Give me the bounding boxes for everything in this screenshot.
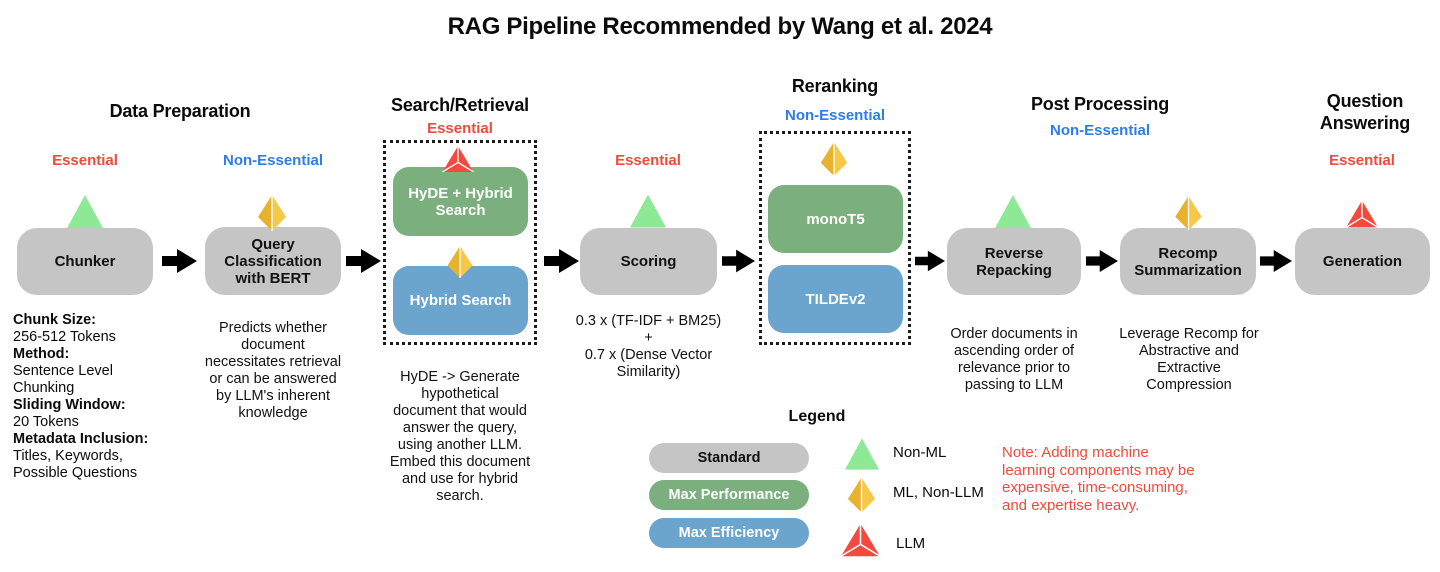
node-generation: Generation [1295,228,1430,295]
flow-arrow-icon [915,249,945,273]
ml-cost-note: Note: Adding machine learning components… [1002,444,1195,514]
non-ml-triangle-icon [67,195,103,228]
legend-pill-standard: Standard [649,443,809,473]
node-monot5: monoT5 [768,185,903,253]
flow-arrow-icon [722,249,755,273]
legend-marker-label-ml-non-llm: ML, Non-LLM [893,484,984,501]
flow-arrow-icon [544,249,579,273]
llm-tetrahedron-icon [841,522,880,558]
diagram-title: RAG Pipeline Recommended by Wang et al. … [447,13,993,40]
ml-non-llm-pyramid-icon [845,476,878,514]
ml-non-llm-pyramid-icon [443,246,477,278]
node-query-classification: Query Classification with BERT [205,227,341,295]
chunker-details: Chunk Size: 256-512 Tokens Method: Sente… [13,312,183,482]
sliding-window-value: 20 Tokens [13,414,79,430]
llm-tetrahedron-icon [1346,200,1378,228]
query-classification-annotation: Predicts whether document necessitates r… [204,320,342,421]
llm-tetrahedron-icon [441,146,475,172]
method-value: Sentence Level Chunking [13,363,113,396]
search-retrieval-group-border [383,140,537,345]
node-hyde-hybrid-search: HyDE + Hybrid Search [393,167,528,236]
importance-label-reranking: Non-Essential [784,107,886,124]
scoring-formula-annotation: 0.3 x (TF-IDF + BM25) + 0.7 x (Dense Vec… [575,313,722,380]
node-scoring: Scoring [580,228,717,295]
stage-header-reranking: Reranking [791,76,879,96]
importance-label-search-retrieval: Essential [427,120,493,137]
importance-label-chunker: Essential [52,152,118,169]
sliding-window-label: Sliding Window: [13,397,126,413]
importance-label-question-answering: Essential [1329,152,1395,169]
reranking-group-border [759,131,911,345]
importance-label-scoring: Essential [615,152,681,169]
hyde-annotation: HyDE -> Generate hypothetical document t… [389,369,531,504]
non-ml-triangle-icon [845,437,879,471]
flow-arrow-icon [1260,249,1292,273]
node-chunker: Chunker [17,228,153,295]
node-tildev2: TILDEv2 [768,265,903,333]
ml-non-llm-pyramid-icon [255,195,289,231]
stage-header-question-answering: Question Answering [1319,91,1411,133]
recomp-summarization-annotation: Leverage Recomp for Abstractive and Extr… [1119,326,1259,393]
flow-arrow-icon [346,249,381,273]
method-label: Method: [13,346,70,362]
legend-pill-max-performance: Max Performance [649,480,809,510]
ml-non-llm-pyramid-icon [1171,196,1206,230]
flow-arrow-icon [1086,249,1118,273]
legend-pill-max-efficiency: Max Efficiency [649,518,809,548]
stage-header-post-processing: Post Processing [1030,94,1170,114]
stage-header-data-preparation: Data Preparation [109,101,251,121]
ml-non-llm-pyramid-icon [817,142,851,176]
chunk-size-label: Chunk Size: [13,312,96,328]
node-reverse-repacking: Reverse Repacking [947,228,1081,295]
metadata-inclusion-value: Titles, Keywords, Possible Questions [13,448,138,481]
non-ml-triangle-icon [630,194,666,228]
legend-marker-label-non-ml: Non-ML [893,444,947,461]
node-recomp-summarization: Recomp Summarization [1120,228,1256,295]
flow-arrow-icon [162,249,197,273]
metadata-inclusion-label: Metadata Inclusion: [13,431,149,447]
importance-label-post-processing: Non-Essential [1049,122,1151,139]
legend-title: Legend [788,408,846,425]
importance-label-query-classification: Non-Essential [222,152,324,169]
legend-marker-label-llm: LLM [896,535,926,552]
stage-header-search-retrieval: Search/Retrieval [391,95,529,115]
non-ml-triangle-icon [995,195,1031,228]
reverse-repacking-annotation: Order documents in ascending order of re… [950,326,1078,393]
chunk-size-value: 256-512 Tokens [13,329,116,345]
